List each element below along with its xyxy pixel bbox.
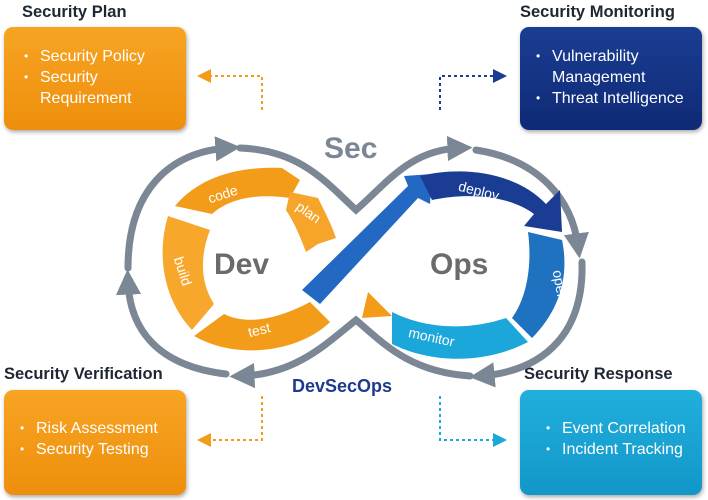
connector-verification [197,396,263,447]
dev-label: Dev [214,248,269,281]
stage-code-segment [175,167,300,214]
monitoring-item-threat-intelligence: Threat Intelligence [536,88,694,109]
sec-label: Sec [324,132,377,165]
connector-response [439,396,507,447]
stage-deploy-segment [420,171,562,232]
ring-arrow-bottom [229,315,474,389]
security-plan-card: Security Policy Security Requirement [4,27,186,130]
stage-release-segment [302,174,432,304]
ring-arrow-left-top [124,136,241,272]
stage-plan-segment [286,192,336,252]
verification-item-risk-assessment: Risk Assessment [20,418,180,439]
connector-monitoring [439,69,507,110]
ring-arrow-right-bottom [469,258,586,388]
security-response-card: Event Correlation Incident Tracking [520,390,702,495]
verification-item-security-testing: Security Testing [20,439,180,460]
security-monitoring-card: Vulnerability Management Threat Intellig… [520,27,702,130]
stage-build-segment [162,216,214,330]
response-item-event-correlation: Event Correlation [546,418,696,439]
plan-item-security-requirement: Security Requirement [24,67,160,109]
monitoring-item-vulnerability-management: Vulnerability Management [536,46,677,88]
stage-operate-segment [512,232,565,338]
stage-test-segment [194,302,330,351]
stage-monitor-segment [392,312,528,359]
plan-item-security-policy: Security Policy [24,46,178,67]
connector-plan [197,69,263,110]
ring-arrow-top [236,135,473,215]
ring-arrow-right [472,146,589,259]
security-verification-card: Risk Assessment Security Testing [4,390,186,495]
security-verification-heading: Security Verification [4,365,163,383]
ring-arrow-left-bottom [115,269,230,378]
ops-label: Ops [430,248,488,281]
devsecops-label: DevSecOps [292,376,392,396]
security-plan-heading: Security Plan [22,3,127,21]
stage-label-test: test [246,319,272,340]
security-monitoring-heading: Security Monitoring [520,3,675,21]
response-item-incident-tracking: Incident Tracking [546,439,696,460]
security-response-heading: Security Response [524,365,673,383]
small-orange-arrow [362,292,392,318]
